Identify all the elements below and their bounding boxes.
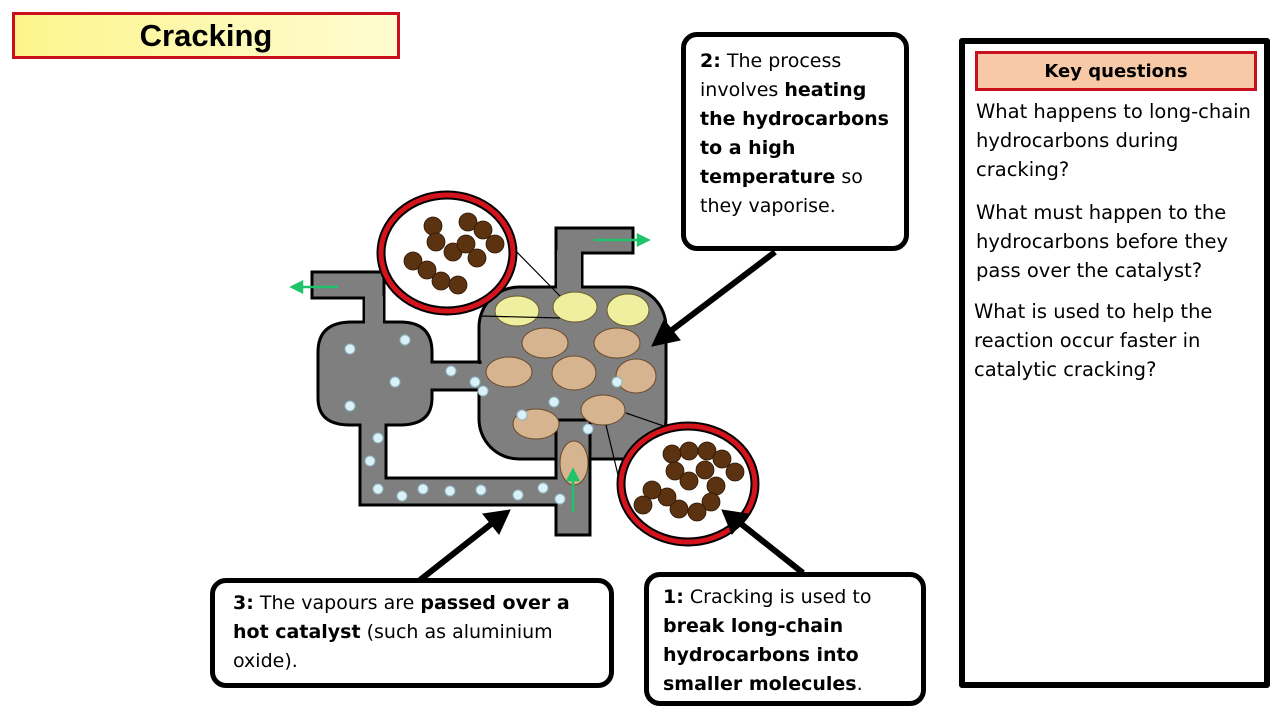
callout-step-1: 1: Cracking is used to break long-chain … [644, 572, 926, 706]
short-chain-cloud [552, 291, 598, 323]
callout-text: (such as aluminium oxide). [233, 621, 553, 672]
catalyst-bead [548, 396, 560, 408]
title-banner: Cracking [12, 12, 400, 59]
key-questions-panel: Key questions What happens to long-chain… [959, 38, 1270, 688]
molecule-chain [403, 212, 505, 295]
catalyst-bead [399, 334, 411, 346]
short-chain-cloud [606, 293, 650, 327]
callout-text: The process involves [700, 50, 842, 101]
callout-emphasis: break long-chain hydrocarbons into small… [663, 615, 859, 695]
catalyst-bead [516, 409, 528, 421]
molecule-chain [633, 441, 745, 522]
catalyst-bead [512, 489, 524, 501]
key-question: What happens to long-chain hydrocarbons … [976, 100, 1251, 181]
key-questions-header: Key questions [975, 51, 1257, 91]
callout-text: Cracking is used to [683, 586, 872, 608]
key-question: What must happen to the hydrocarbons bef… [976, 201, 1229, 282]
catalyst-bead [344, 343, 356, 355]
flow-arrow-left-icon [289, 279, 338, 295]
pointer-arrow-step3-icon [418, 509, 511, 583]
callout-emphasis: passed over a hot catalyst [233, 592, 570, 643]
catalyst-bead [611, 376, 623, 388]
long-chain-cloud [521, 327, 569, 359]
long-chain-cloud [551, 355, 597, 391]
catalyst-bead [477, 385, 489, 397]
catalyst-bead [475, 484, 487, 496]
magnifier-long-chain-bottom [616, 421, 760, 547]
callout-step-3: 3: The vapours are passed over a hot cat… [210, 578, 614, 688]
key-question: What is used to help the reaction occur … [974, 300, 1213, 381]
page-title: Cracking [139, 17, 273, 53]
key-questions-title: Key questions [1044, 60, 1188, 82]
step-number: 1: [663, 586, 684, 608]
catalyst-bead [372, 483, 384, 495]
short-chain-cloud [494, 295, 540, 327]
flow-arrow-up-icon [565, 467, 581, 512]
callout-text: so they vaporise. [700, 166, 863, 217]
pointer-arrow-step1-icon [721, 509, 805, 576]
long-chain-cloud [615, 358, 657, 394]
flow-arrow-right-icon [594, 232, 651, 248]
callout-text: . [856, 673, 863, 695]
catalyst-bead [389, 376, 401, 388]
catalyst-bead [344, 400, 356, 412]
catalyst-bead [444, 485, 456, 497]
callout-step-2: 2: The process involves heating the hydr… [681, 32, 909, 251]
pointer-arrows [418, 249, 805, 583]
callout-emphasis: heating the hydrocarbons to a high tempe… [700, 79, 889, 188]
short-chain-molecules [494, 291, 650, 327]
pointer-arrow-step2-icon [651, 249, 777, 347]
catalyst-bead [537, 482, 549, 494]
catalyst-bead [554, 493, 566, 505]
catalyst-bead [469, 376, 481, 388]
step-number: 2: [700, 50, 721, 72]
flow-arrows [289, 232, 651, 512]
callout-text: The vapours are [253, 592, 421, 614]
long-chain-cloud [580, 394, 626, 426]
catalyst-bead [417, 483, 429, 495]
long-chain-cloud [593, 327, 641, 359]
long-chain-cloud [485, 356, 533, 388]
catalyst-beads [344, 334, 623, 505]
catalyst-bead [364, 455, 376, 467]
regenerator-chamber [316, 320, 592, 537]
catalyst-bead [582, 423, 594, 435]
step-number: 3: [233, 592, 254, 614]
catalyst-bead [396, 490, 408, 502]
magnifier-long-chain-top [376, 190, 518, 316]
catalyst-bead [445, 365, 457, 377]
catalyst-bead [372, 432, 384, 444]
